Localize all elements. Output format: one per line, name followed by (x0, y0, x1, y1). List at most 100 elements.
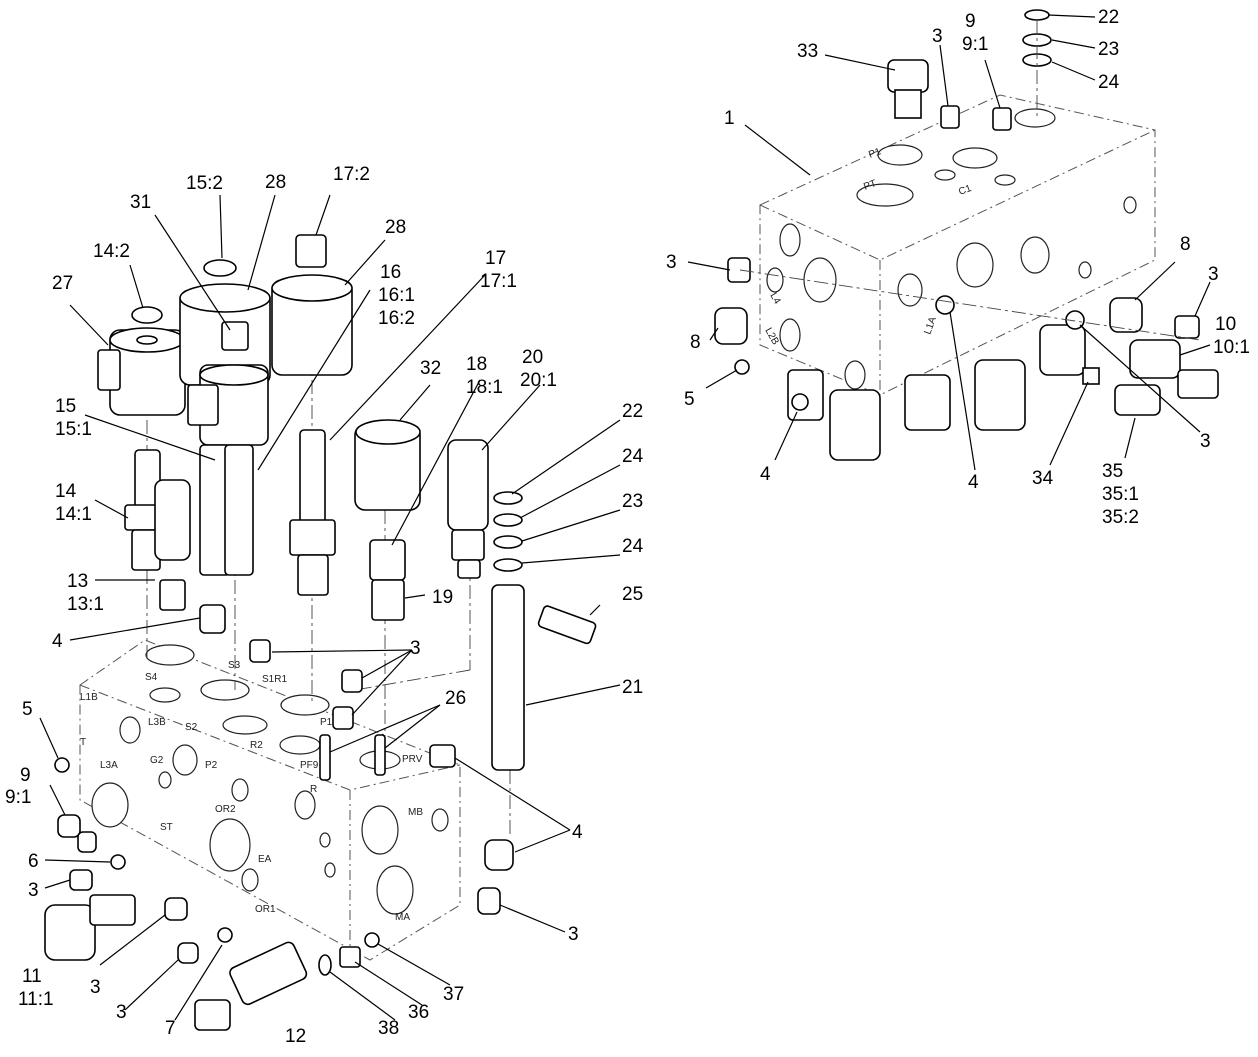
callout: 28 (265, 172, 286, 193)
callout: 20:1 (520, 370, 557, 391)
callout: 3 (410, 638, 421, 659)
snap-ring-22 (493, 491, 523, 505)
callout: 16:2 (378, 308, 415, 329)
port-label: PT (862, 178, 878, 193)
callout: 3 (666, 252, 677, 273)
plug-3 (940, 105, 960, 129)
callout: 17:1 (480, 271, 517, 292)
callout: 21 (622, 677, 643, 698)
o-ring-23 (493, 535, 523, 549)
callout: 7 (165, 1018, 176, 1039)
callout: 24 (1098, 72, 1120, 93)
port-label: S2 (185, 722, 198, 733)
plug-3 (177, 942, 199, 964)
valve-10-tip (1177, 369, 1219, 399)
port-label: S1R1 (262, 674, 287, 685)
callout: 11:1 (18, 989, 54, 1010)
port-label: P2 (205, 760, 218, 771)
port-label: S3 (228, 660, 241, 671)
port-label: PF9 (300, 760, 319, 771)
nut-31 (221, 321, 249, 351)
callout: 18:1 (466, 377, 503, 398)
port-label: P1 (867, 146, 883, 161)
port-label: EA (258, 854, 272, 865)
plug-3 (332, 706, 354, 730)
callout: 15 (55, 396, 76, 417)
valve-block-outline (79, 639, 461, 961)
callout: 4 (572, 822, 583, 843)
plug-4 (935, 295, 955, 315)
sensor-12-connector (194, 999, 231, 1031)
callout: 10 (1215, 314, 1236, 335)
callout-labels: 33 3 9 9:1 22 23 24 1 3 8 3 10 10:1 8 5 … (5, 7, 1250, 1047)
callout: 4 (760, 464, 771, 485)
callout: 3 (90, 977, 101, 998)
callout: 3 (1200, 431, 1211, 452)
callout: 16:1 (378, 285, 415, 306)
callout: 25 (622, 584, 643, 605)
cartridge-17 (299, 429, 326, 526)
callout: 9:1 (5, 787, 31, 808)
port-label: C1 (957, 183, 973, 198)
callout: 18 (466, 354, 487, 375)
plug-5 (54, 757, 70, 773)
callout: 9 (965, 11, 976, 32)
port-label: P1 (320, 717, 333, 728)
callout: 17 (485, 248, 506, 269)
plug-3 (1174, 315, 1200, 339)
callout: 16 (380, 262, 401, 283)
port-label: T (80, 737, 86, 748)
callout: 15:2 (186, 173, 223, 194)
plug-3 (69, 869, 93, 891)
valve-20 (447, 439, 489, 531)
pin-26 (319, 734, 331, 781)
port-label: S4 (145, 672, 158, 683)
port-label: L3A (100, 760, 118, 771)
callout: 32 (420, 358, 441, 379)
callout: 24 (622, 446, 644, 467)
cartridge-16 (224, 444, 254, 576)
callout: 3 (116, 1002, 127, 1023)
sensor-12 (229, 941, 308, 1006)
plug-5 (734, 359, 750, 375)
callout: 4 (968, 472, 979, 493)
left-leaders (39, 194, 621, 1021)
callout: 5 (684, 389, 695, 410)
callout: 10:1 (1213, 337, 1250, 358)
plug-3 (477, 887, 501, 915)
manifold-block-assembly: PT P1 C1 L1A L2B L4 (714, 9, 1219, 461)
callout: 3 (1208, 264, 1219, 285)
callout: 13 (67, 571, 88, 592)
cartridge-13 (154, 479, 191, 561)
plug-3 (164, 897, 188, 921)
cartridge-body (974, 359, 1026, 431)
o-ring-38 (318, 954, 332, 976)
fitting-35 (1114, 384, 1161, 416)
callout: 5 (22, 699, 33, 720)
nut-14-2 (131, 306, 163, 324)
snap-ring-22 (1024, 9, 1050, 21)
callout: 3 (28, 880, 39, 901)
pin-25 (537, 605, 597, 645)
back-up-ring-24 (493, 558, 523, 572)
port-label: R2 (250, 740, 263, 751)
callout: 35 (1102, 461, 1123, 482)
port-label: MA (395, 912, 410, 923)
plug-33 (887, 59, 929, 93)
callout: 26 (445, 688, 466, 709)
callout: 9 (20, 765, 31, 786)
lower-valve-block-assembly: L1B L3B T L3A G2 P2 S2 S4 S3 S1R1 P1 OR2… (44, 234, 597, 1031)
plug-4 (429, 744, 456, 768)
plug-3 (249, 639, 271, 663)
port-label: G2 (150, 755, 164, 766)
callout: 17:2 (333, 164, 370, 185)
callout: 28 (385, 217, 406, 238)
callout: 14 (55, 481, 77, 502)
cartridge-body (829, 389, 881, 461)
plug-3 (341, 669, 363, 693)
port-label: R (310, 784, 317, 795)
back-up-ring-24 (493, 513, 523, 527)
callout: 12 (285, 1026, 306, 1047)
port-label: L3B (148, 717, 166, 728)
callout: 22 (622, 401, 643, 422)
